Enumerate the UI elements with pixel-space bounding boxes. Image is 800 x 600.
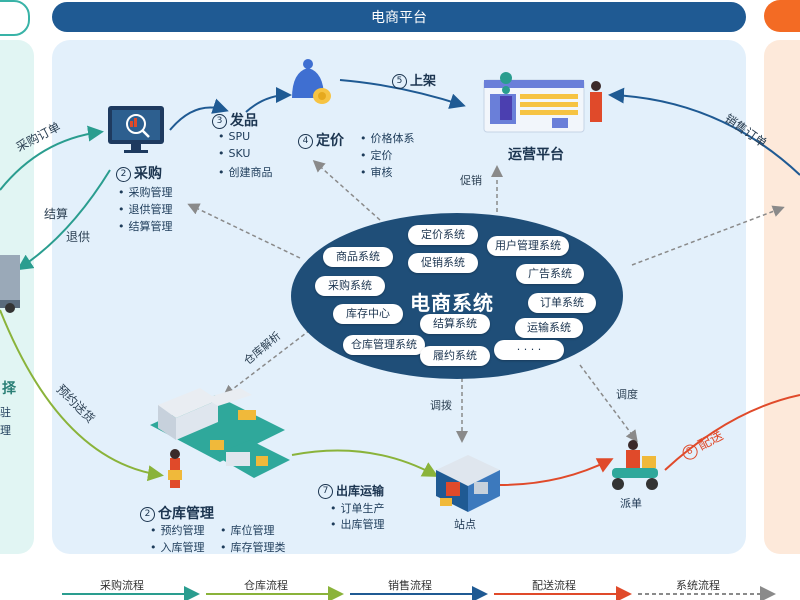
pricing-item: 定价 [360,147,393,163]
module-pill-more: · · · · [494,340,564,360]
edge-label-schedule: 调度 [616,388,638,401]
right-panel [764,40,800,554]
edge-settle [16,169,111,271]
core-title: 电商系统 [410,291,494,315]
truck-icon [0,255,20,313]
warehouse-item: 入库管理 [150,539,205,555]
right-header-edge [764,0,800,32]
edge-book-delivery [0,309,164,482]
header-bar: 电商平台 [52,2,746,32]
edge-outbound [291,449,439,477]
edge-sys-pricing [312,160,381,221]
publish-item: SKU [218,147,251,160]
station-label: 站点 [454,518,476,531]
module-pill: 促销系统 [408,253,478,273]
module-pill: 仓库管理系统 [343,335,425,355]
legend-label-purchase: 采购流程 [100,579,144,592]
module-pill: 定价系统 [408,225,478,245]
module-pill: 广告系统 [516,264,584,284]
purchase-item: 退供管理 [118,201,173,217]
edge-sys-purchase [187,203,301,259]
left-partial-item: 驻 [0,406,11,419]
edge-sys-dispatch [579,364,638,443]
price-bag-icon [292,59,331,104]
edge-publish-pricing [245,87,292,113]
pricing-item: 审核 [360,164,393,180]
module-pill: 订单系统 [528,293,596,313]
edge-purchase-publish [169,98,229,131]
station-icon [436,455,500,512]
module-pill: 商品系统 [323,247,393,267]
edge-delivery [664,394,800,471]
edge-sys-right [631,205,785,266]
edge-label-promo: 促销 [460,174,482,187]
dispatch-label: 派单 [620,497,642,510]
edge-label-return: 退供 [66,230,91,244]
ops-platform-icon [483,72,602,133]
edge-purchase-order [0,125,104,191]
edge-sys-warehouse [222,329,311,397]
ops-title: 运营平台 [508,147,564,163]
left-header-edge [0,0,30,36]
edge-sales-order [608,87,800,176]
warehouse-item: 预约管理 [150,522,205,538]
warehouse-item: 库存管理类 [220,539,286,555]
legend-label-system: 系统流程 [676,579,720,592]
publish-item: SPU [218,130,251,143]
warehouse-icon [150,388,290,488]
module-pill: 运输系统 [515,318,583,338]
scooter-icon [612,440,658,490]
pricing-item: 价格体系 [360,130,415,146]
module-pill: 库存中心 [333,304,403,324]
publish-item: 创建商品 [218,164,273,180]
left-partial-item: 理 [0,424,11,437]
header-title: 电商平台 [371,10,427,26]
module-pill: 采购系统 [315,276,385,296]
edge-station-dispatch [499,458,614,486]
outbound-item: 出库管理 [330,516,385,532]
module-pill: 履约系统 [420,346,490,366]
outbound-item: 订单生产 [330,500,385,516]
left-partial-title: 择 [2,381,16,397]
legend-label-warehouse: 仓库流程 [244,579,288,592]
module-pill: 结算系统 [420,314,490,334]
legend-label-sales: 销售流程 [388,579,432,592]
purchase-item: 采购管理 [118,184,173,200]
edge-label-settle: 结算 [44,207,69,221]
purchase-item: 结算管理 [118,218,173,234]
legend-label-delivery: 配送流程 [532,579,576,592]
warehouse-item: 库位管理 [220,522,275,538]
module-pill: 用户管理系统 [487,236,569,256]
monitor-icon [108,106,164,153]
edge-label-transfer: 调拨 [430,399,452,412]
